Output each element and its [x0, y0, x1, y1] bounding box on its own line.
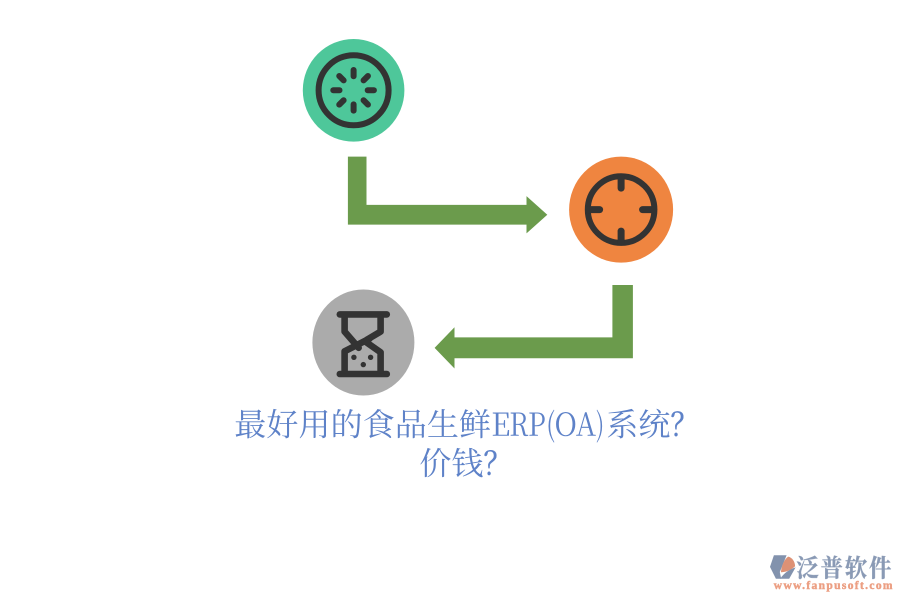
svg-text:www.fanpusoft.com: www.fanpusoft.com — [774, 580, 894, 592]
